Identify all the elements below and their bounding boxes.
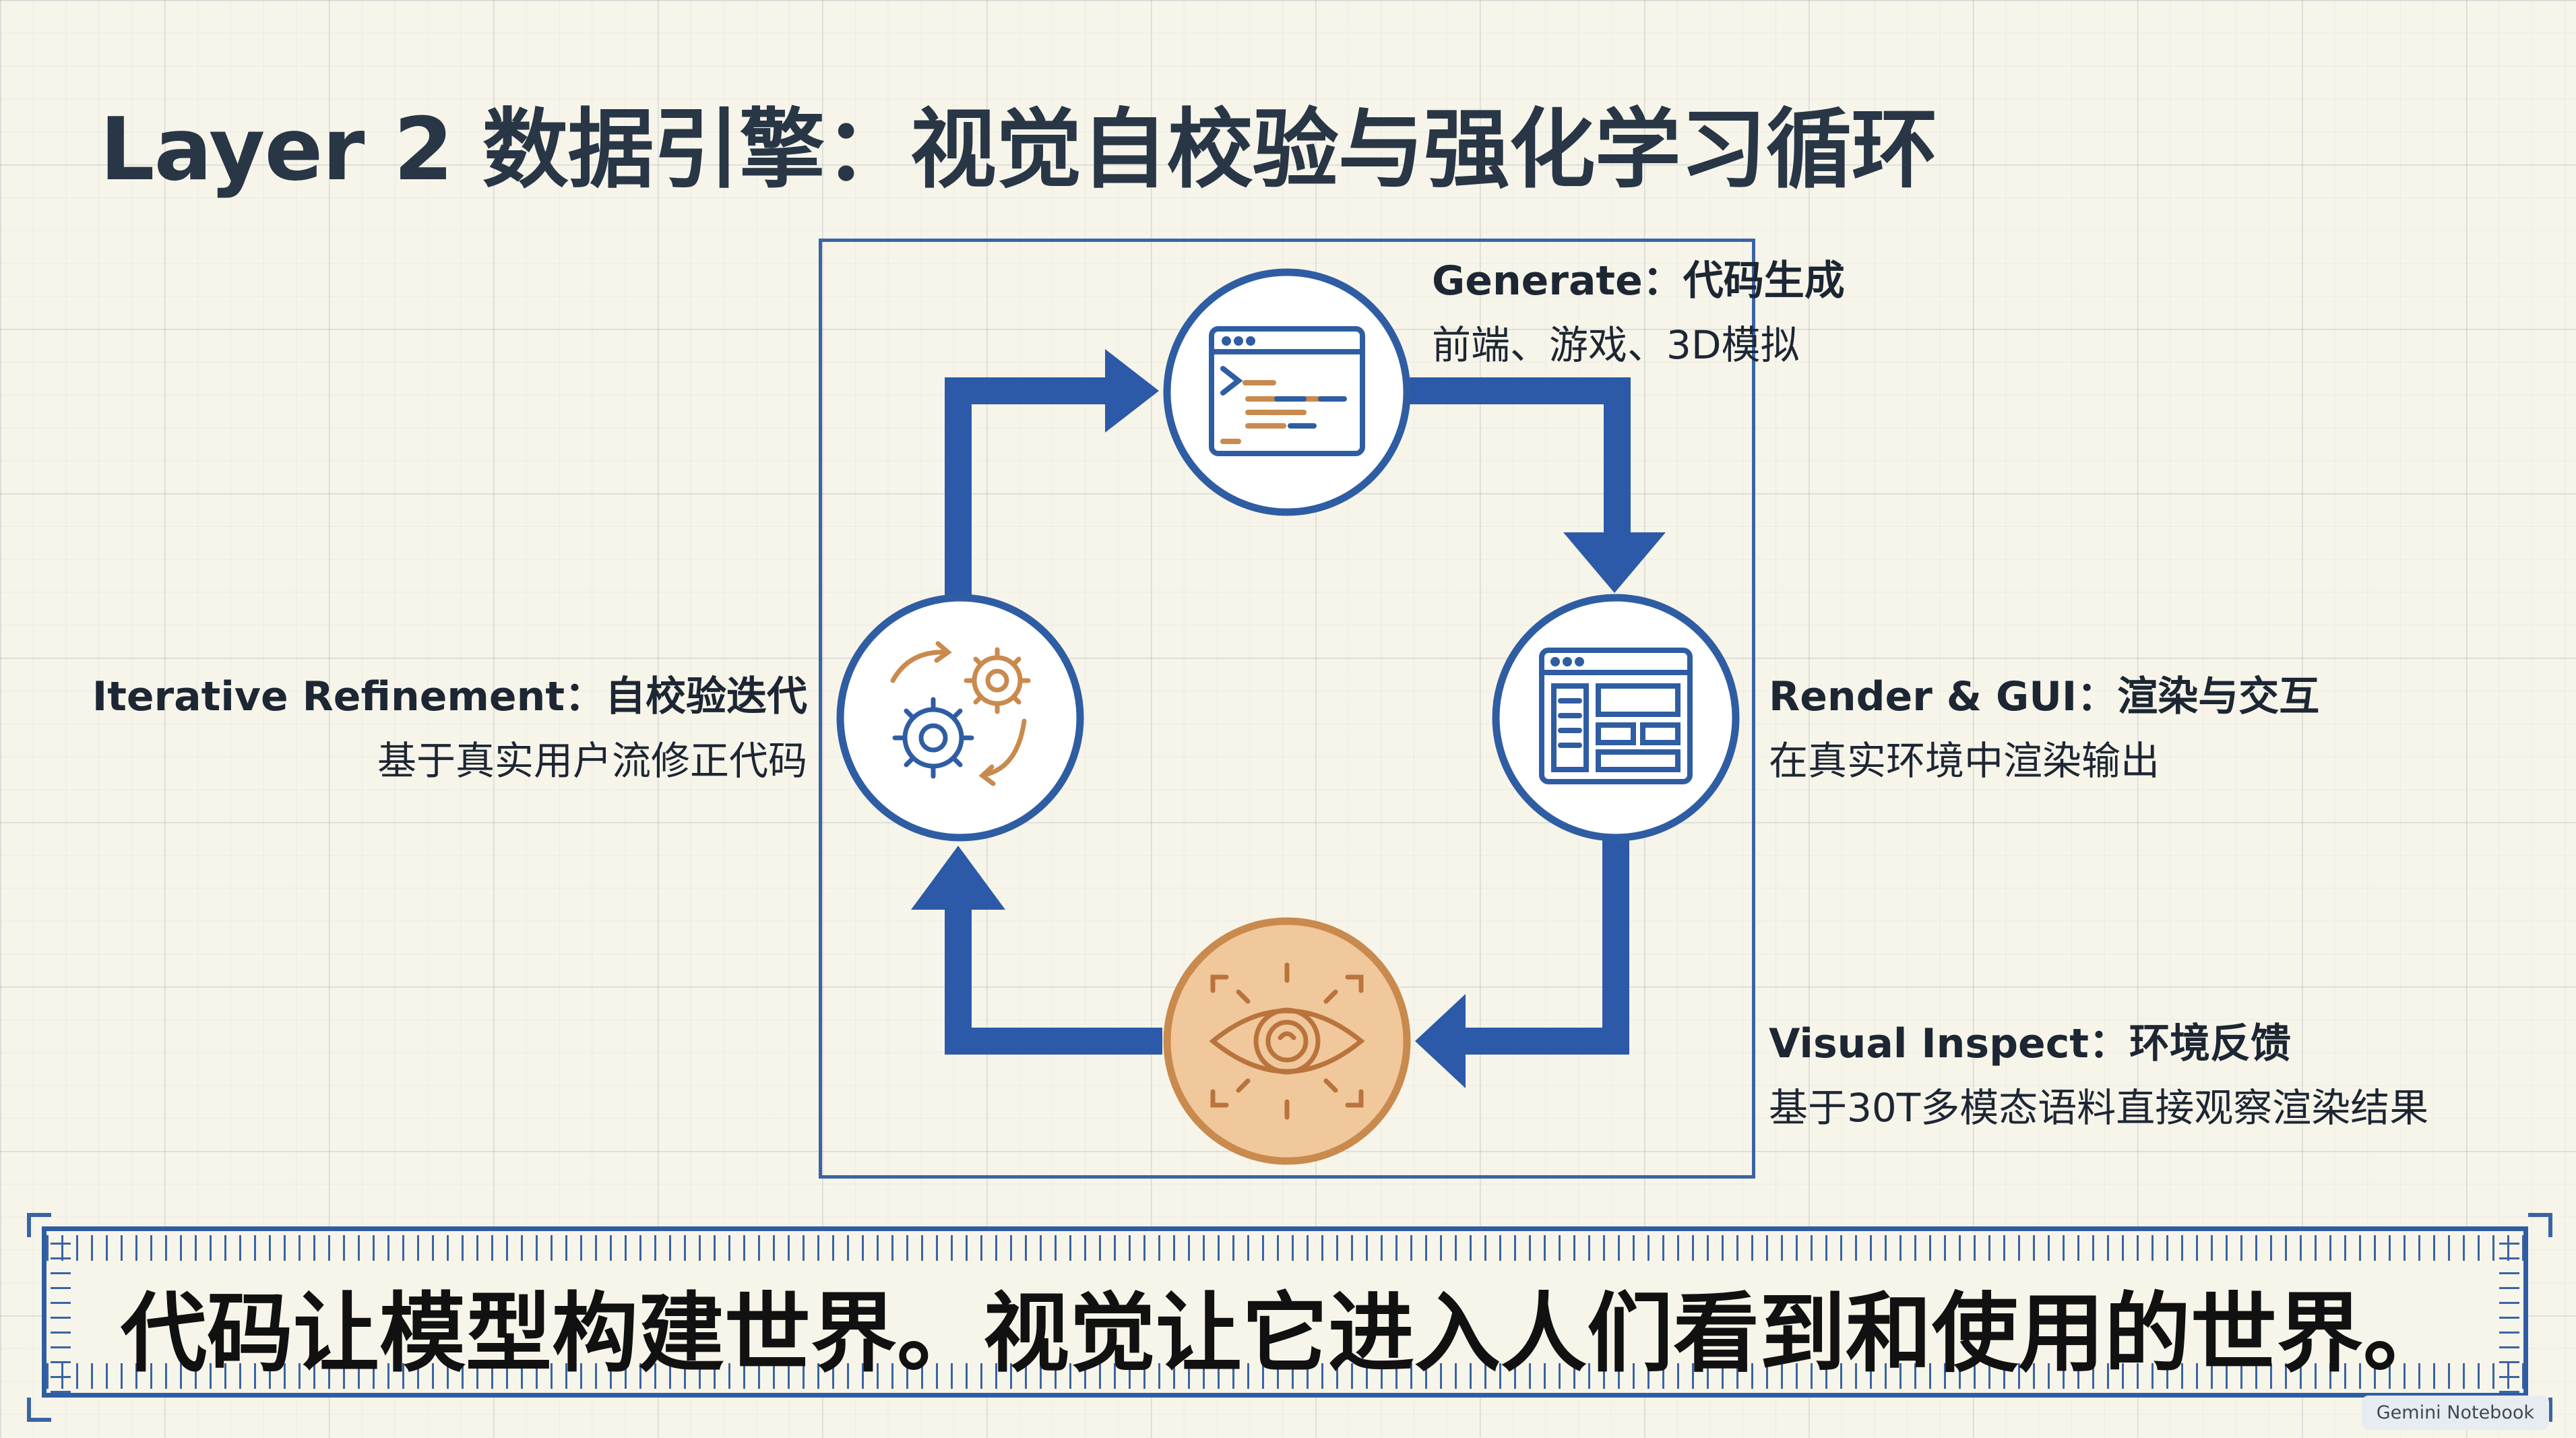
arrow-inspect-to-refine bbox=[911, 846, 1162, 1055]
eye-scan-icon bbox=[1209, 962, 1365, 1120]
label-render: Render & GUI：渲染与交互 在真实环境中渲染输出 bbox=[1769, 664, 2319, 786]
code-window-icon bbox=[1209, 326, 1365, 456]
inspect-heading: Visual Inspect：环境反馈 bbox=[1769, 1020, 2291, 1067]
ruler-ticks-top bbox=[46, 1235, 2523, 1261]
node-render bbox=[1492, 594, 1740, 842]
label-generate: Generate：代码生成 前端、游戏、3D模拟 bbox=[1432, 248, 1845, 370]
arrow-render-to-inspect bbox=[1415, 839, 1629, 1088]
gears-cycle-icon bbox=[890, 641, 1031, 786]
diagram-frame bbox=[819, 239, 1755, 1179]
node-refine bbox=[836, 594, 1084, 842]
refine-heading: Iterative Refinement：自校验迭代 bbox=[92, 673, 807, 720]
generate-heading: Generate：代码生成 bbox=[1432, 257, 1845, 305]
inspect-subtitle: 基于30T多模态语料直接观察渲染结果 bbox=[1769, 1085, 2429, 1131]
bottom-banner: 代码让模型构建世界。视觉让它进入人们看到和使用的世界。 bbox=[42, 1226, 2528, 1398]
node-generate bbox=[1163, 268, 1411, 516]
render-subtitle: 在真实环境中渲染输出 bbox=[1769, 738, 2160, 784]
banner-corner-tl bbox=[27, 1213, 51, 1237]
ruler-ticks-right bbox=[2499, 1231, 2519, 1393]
label-refine: Iterative Refinement：自校验迭代 基于真实用户流修正代码 bbox=[92, 664, 807, 786]
node-inspect bbox=[1163, 917, 1411, 1165]
ruler-ticks-bottom bbox=[46, 1363, 2523, 1389]
generate-subtitle: 前端、游戏、3D模拟 bbox=[1432, 322, 1800, 368]
browser-layout-icon bbox=[1539, 648, 1693, 784]
arrow-refine-to-generate bbox=[945, 349, 1159, 600]
banner-corner-bl bbox=[27, 1398, 51, 1422]
refine-subtitle: 基于真实用户流修正代码 bbox=[377, 738, 807, 784]
label-inspect: Visual Inspect：环境反馈 基于30T多模态语料直接观察渲染结果 bbox=[1769, 1011, 2428, 1133]
page-title: Layer 2 数据引擎：视觉自校验与强化学习循环 bbox=[100, 100, 1938, 200]
ruler-ticks-left bbox=[51, 1231, 71, 1393]
render-heading: Render & GUI：渲染与交互 bbox=[1769, 673, 2320, 720]
arrow-generate-to-render bbox=[1408, 377, 1666, 593]
cycle-arrows bbox=[911, 349, 1666, 1088]
watermark: Gemini Notebook bbox=[2361, 1396, 2549, 1430]
banner-corner-tr bbox=[2528, 1213, 2552, 1237]
banner-text: 代码让模型构建世界。视觉让它进入人们看到和使用的世界。 bbox=[120, 1284, 2449, 1384]
